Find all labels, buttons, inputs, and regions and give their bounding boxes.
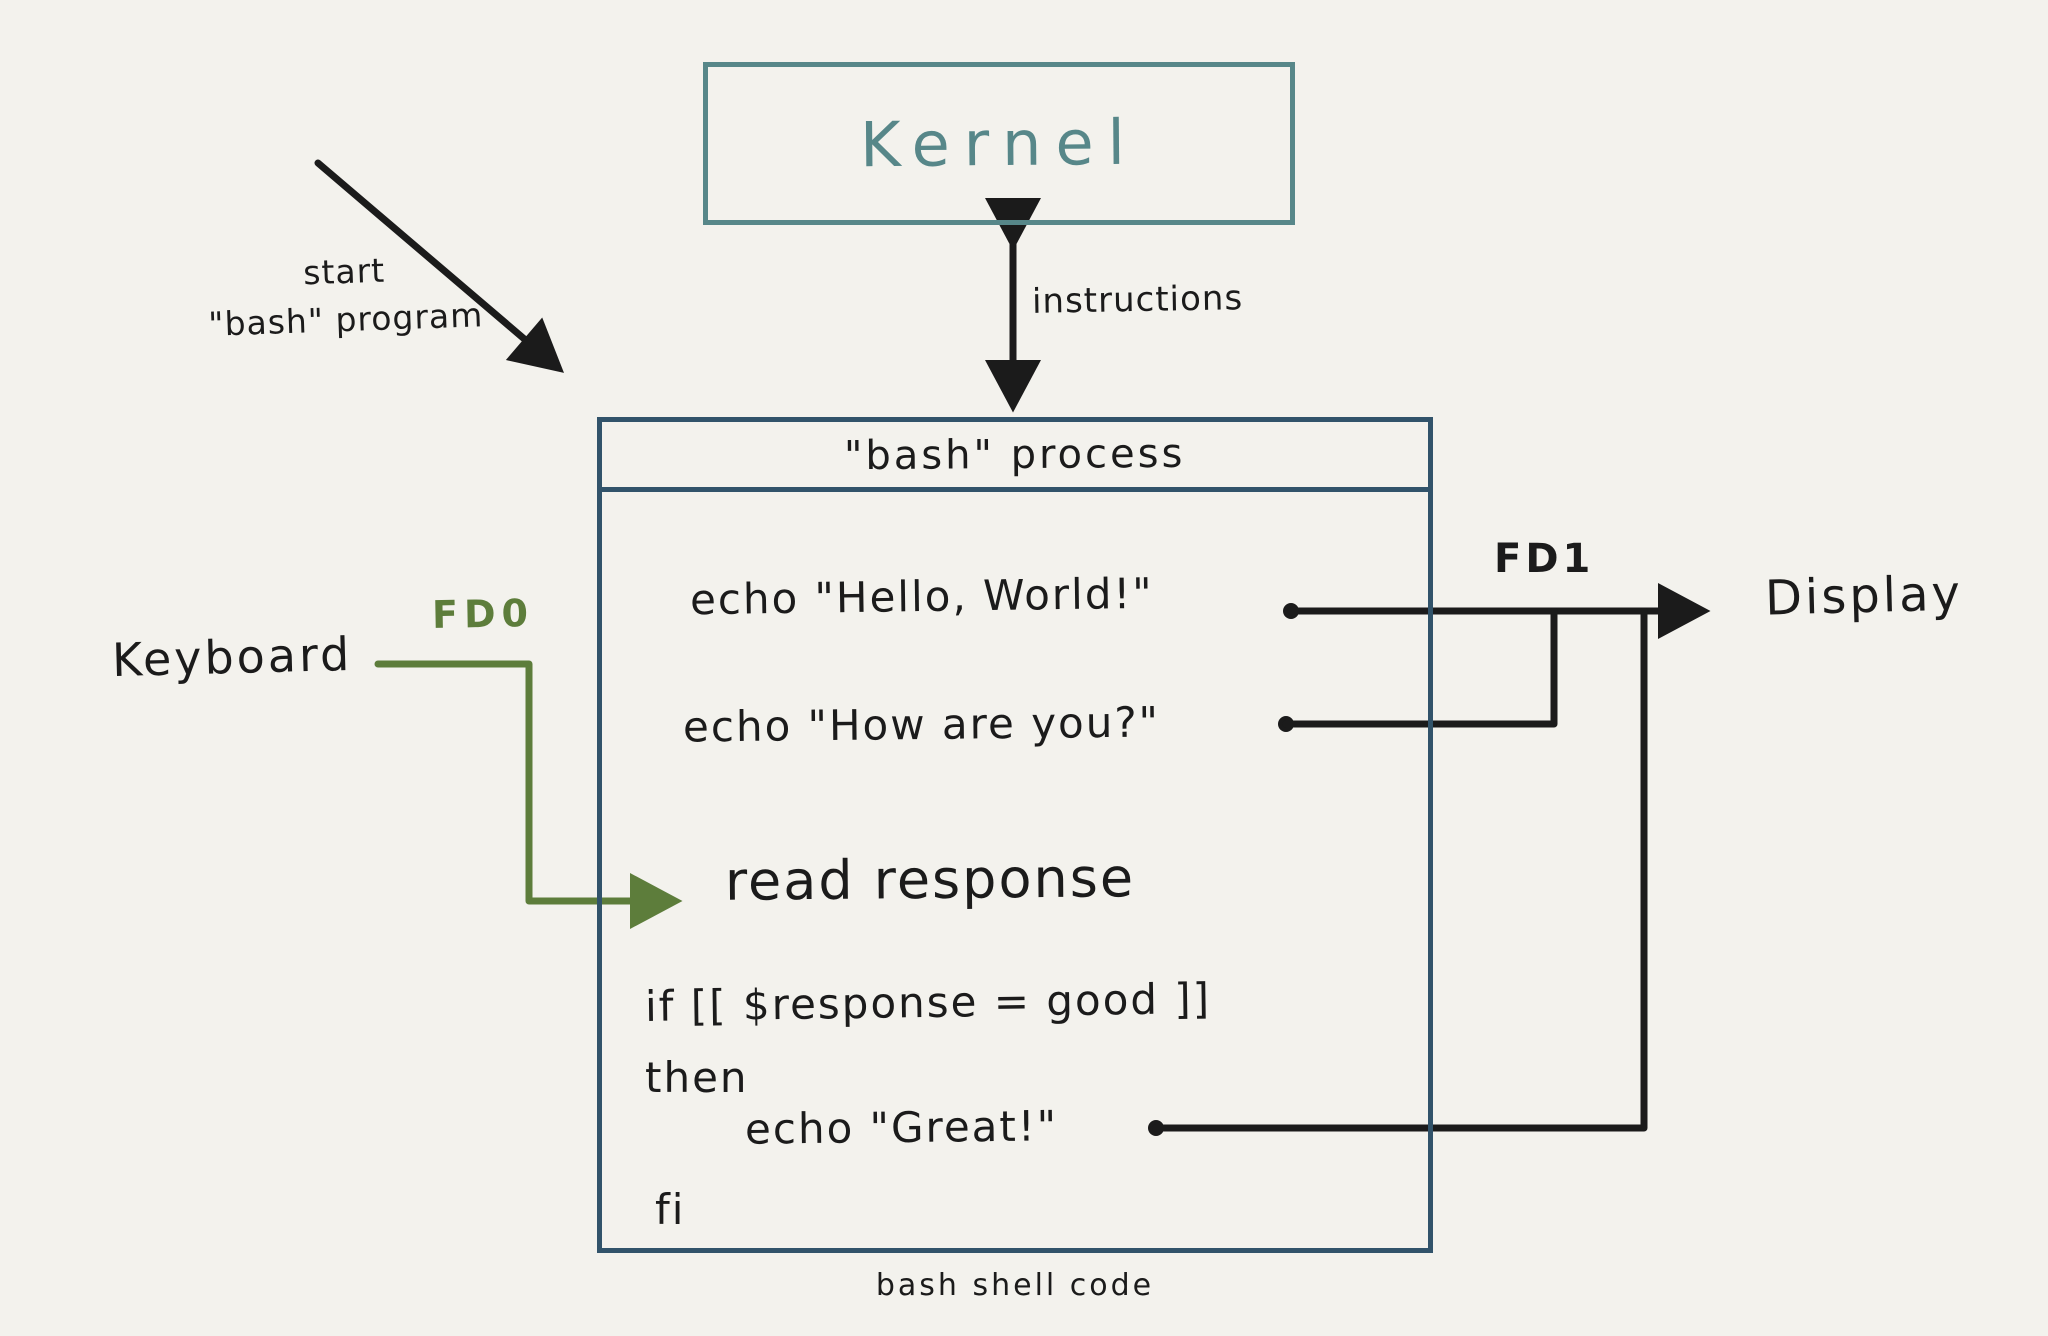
display-label: Display [1764, 565, 1964, 627]
bash-process-box: "bash" process [597, 417, 1433, 1253]
fd1-label: FD1 [1494, 536, 1595, 582]
instructions-label: instructions [1031, 278, 1244, 322]
bash-process-title: "bash" process [844, 430, 1186, 479]
start-bash-arrow [314, 159, 564, 373]
code-line-if: if [[ $response = good ]] [644, 974, 1212, 1031]
fd0-label: FD0 [431, 591, 535, 637]
code-line-fi: fi [655, 1185, 686, 1234]
fd1-wire-how [1282, 607, 1558, 728]
code-line-echo-hello: echo "Hello, World!" [689, 568, 1154, 625]
kernel-label: Kernel [859, 105, 1139, 182]
bash-process-header: "bash" process [602, 422, 1428, 492]
code-line-read-response: read response [724, 846, 1136, 913]
kernel-box: Kernel [703, 62, 1295, 225]
code-line-echo-how: echo "How are you?" [682, 697, 1161, 752]
fd1-wire-great [1152, 607, 1648, 1132]
code-line-echo-great: echo "Great!" [744, 1101, 1059, 1154]
bash-shell-code-caption: bash shell code [875, 1268, 1155, 1303]
code-line-then: then [645, 1053, 749, 1102]
start-bash-annotation: start "bash" program [183, 242, 506, 349]
keyboard-label: Keyboard [111, 626, 353, 688]
